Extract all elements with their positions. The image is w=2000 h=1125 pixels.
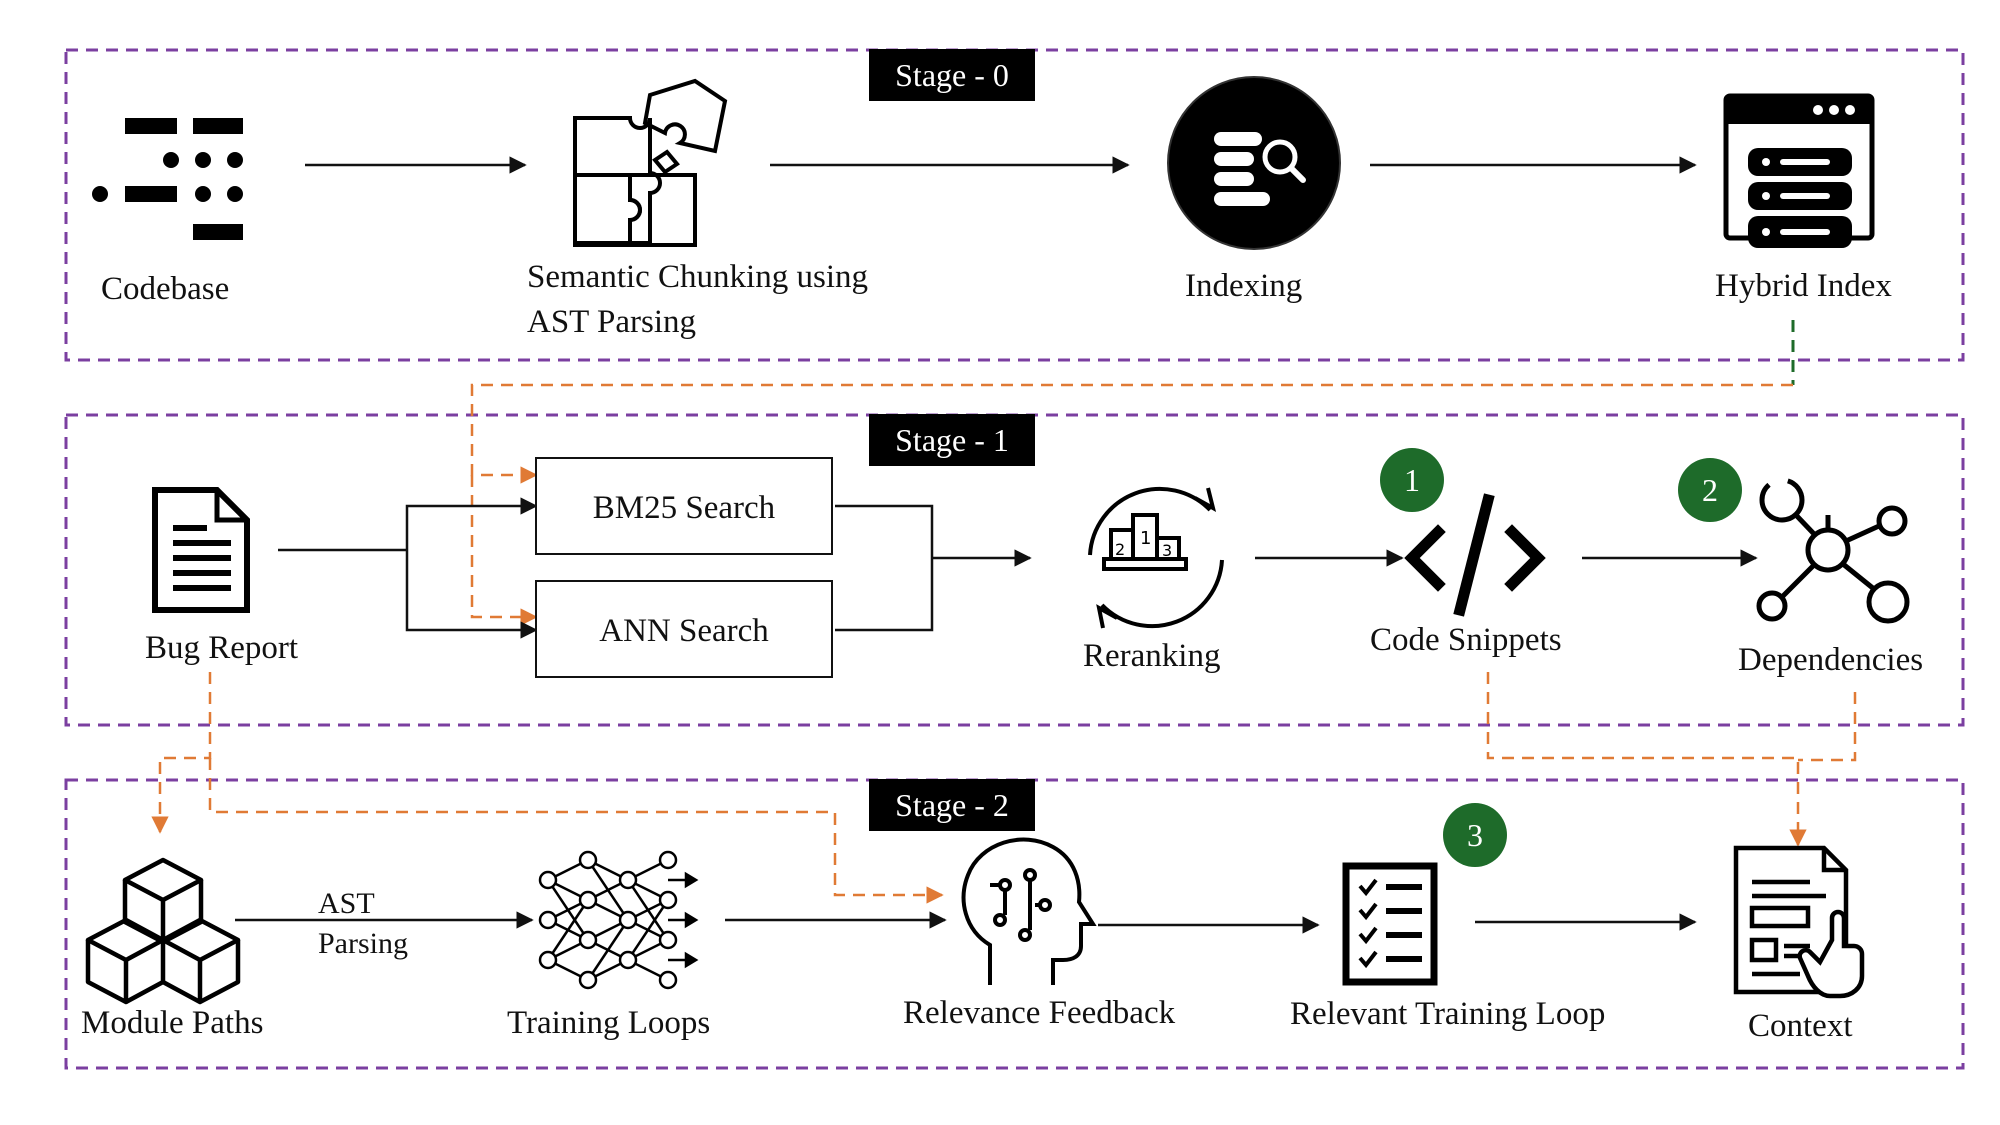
document-icon [152,487,250,613]
cubes-icon [85,857,241,1005]
code-brackets-icon [1404,493,1546,617]
svg-text:2: 2 [1115,540,1125,559]
code-snippets-label: Code Snippets [1370,622,1562,658]
chunking-label-line1: Semantic Chunking using [527,259,868,295]
orange-link-bugreport-modulepaths [151,672,212,834]
branch-to-ann [405,550,538,639]
codebase-label: Codebase [101,271,230,307]
orange-link-index-to-search [470,383,1793,484]
step-badge-1: 1 [1380,448,1444,512]
step-badge-3: 3 [1443,803,1507,867]
hybrid-index-label: Hybrid Index [1715,268,1892,304]
brain-head-icon [961,837,1097,985]
branch-to-bm25 [405,497,538,550]
ast-label-line1: AST [318,887,375,920]
server-window-icon [1723,93,1875,248]
relevance-feedback-label: Relevance Feedback [903,995,1176,1031]
checklist-icon [1342,862,1438,986]
module-paths-label: Module Paths [81,1005,264,1041]
code-dots-icon [92,118,243,240]
stage-0-tag: Stage - 0 [869,49,1035,101]
context-label: Context [1748,1008,1853,1044]
neural-network-icon [538,850,699,990]
bm25-merge [835,504,934,632]
stage-2-tag: Stage - 2 [869,779,1035,831]
network-graph-icon [1756,477,1910,624]
bm25-search-box: BM25 Search [535,457,833,555]
bug-report-label: Bug Report [145,630,299,666]
ann-search-box: ANN Search [535,580,833,678]
ast-label-line2: Parsing [318,927,408,960]
indexing-label: Indexing [1185,268,1303,304]
dependencies-label: Dependencies [1738,642,1924,678]
database-search-icon [1167,76,1341,250]
step-badge-2: 2 [1678,458,1742,522]
reranking-label: Reranking [1083,638,1221,674]
orange-link-dependencies-context [1798,692,1857,762]
stage-1-tag: Stage - 1 [869,414,1035,466]
podium-refresh-icon: 1 2 3 [1088,486,1224,629]
puzzle-icon [573,78,728,247]
orange-link-snippets-context [1486,672,1807,847]
svg-text:3: 3 [1162,541,1172,560]
svg-text:1: 1 [1140,528,1151,549]
chunking-label-line2: AST Parsing [527,304,696,340]
orange-link-index-to-ann [470,475,538,626]
relevant-training-loop-label: Relevant Training Loop [1290,996,1606,1032]
training-loops-label: Training Loops [507,1005,711,1041]
document-click-icon [1733,845,1865,999]
